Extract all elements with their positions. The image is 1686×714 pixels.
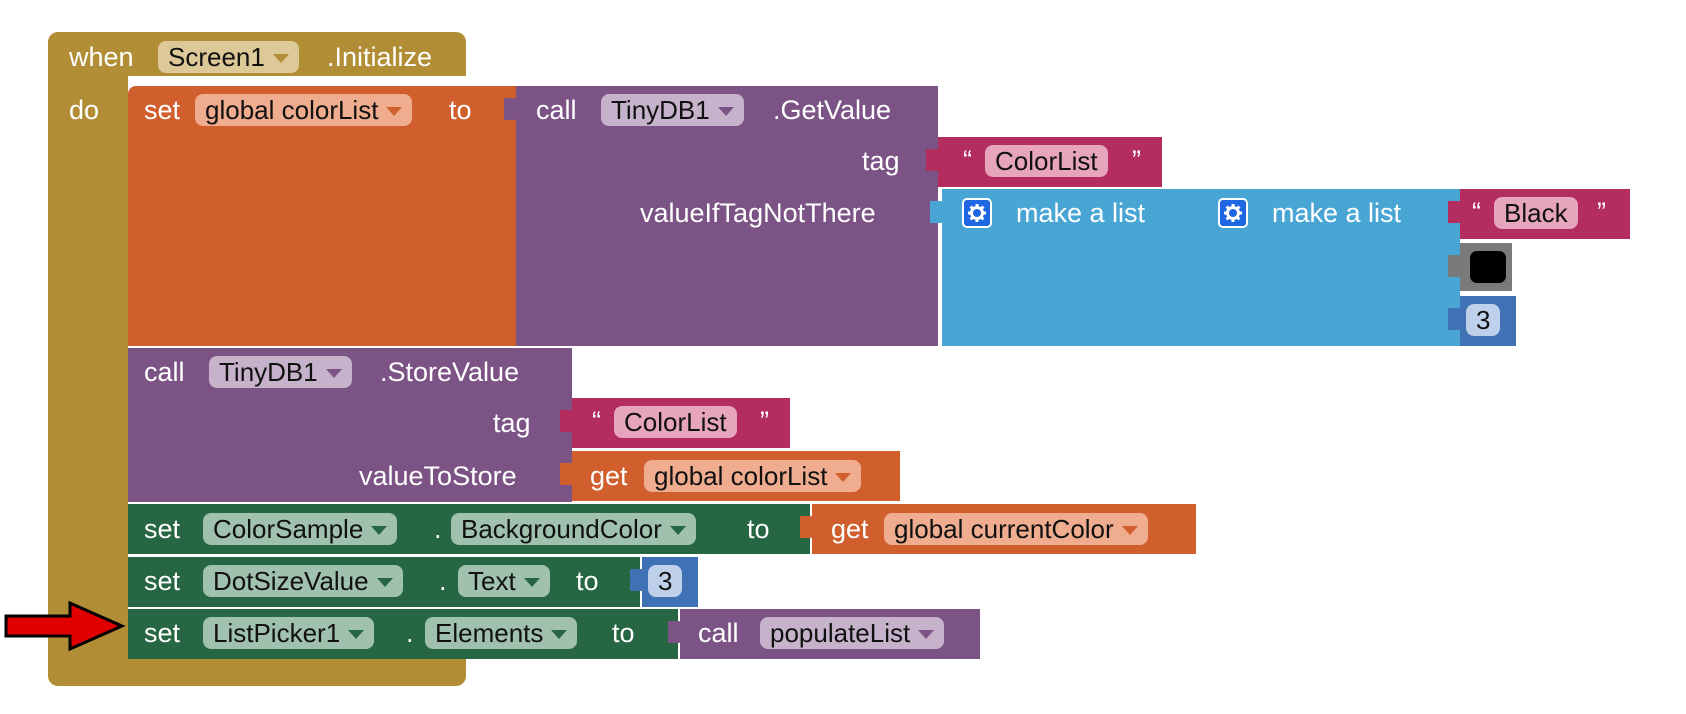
event-block-side [48,76,128,656]
text-colorlist-field[interactable]: ColorList [614,406,737,438]
gear-icon[interactable] [962,198,992,228]
screen1-component-dropdown[interactable]: Screen1 [158,41,299,73]
dotsizevalue-component-dropdown[interactable]: DotSizeValue [203,565,403,597]
set-global-colorlist-block[interactable] [128,86,516,346]
number-connector [1448,308,1462,330]
valueiftagnotthere-label: valueIfTagNotThere [640,198,876,228]
dot-separator: . [406,618,414,648]
event-name: .Initialize [327,42,433,72]
number-field[interactable]: 3 [648,565,683,597]
chevron-down-icon [348,629,365,639]
listpicker1-component-dropdown[interactable]: ListPicker1 [203,617,375,649]
set-label: set [144,514,181,544]
list-connector [930,201,944,223]
text-black-field[interactable]: Black [1494,197,1578,229]
call-connector [668,621,682,643]
gear-icon-graphic [968,204,986,222]
tinydb1-component-dropdown[interactable]: TinyDB1 [601,94,744,126]
get-label: get [590,461,628,491]
get-connector [800,516,814,538]
close-quote: ” [1132,145,1141,175]
open-quote: “ [963,145,972,175]
get-label: get [831,514,869,544]
open-quote: “ [1472,197,1481,227]
red-arrow-icon [4,600,126,652]
get-connector [560,463,574,485]
chevron-down-icon [717,106,734,116]
storevalue-method: .StoreValue [380,357,520,387]
tinydb1-getvalue-block[interactable] [516,86,938,346]
call-label: call [698,618,739,648]
dot-separator: . [434,514,442,544]
to-label: to [449,95,472,125]
chevron-down-icon [551,629,568,639]
chevron-down-icon [918,629,935,639]
chevron-down-icon [325,368,342,378]
elements-property-dropdown[interactable]: Elements [425,617,578,649]
event-block-bottom [48,656,466,686]
global-colorlist-dropdown[interactable]: global colorList [195,94,413,126]
close-quote: ” [1597,197,1606,227]
chevron-down-icon [386,106,403,116]
colorsample-component-dropdown[interactable]: ColorSample [203,513,398,545]
gear-icon[interactable] [1218,198,1248,228]
call-label: call [144,357,185,387]
chevron-down-icon [272,53,289,63]
global-currentcolor-dropdown[interactable]: global currentColor [884,513,1148,545]
text-colorlist-field[interactable]: ColorList [985,145,1108,177]
dot-separator: . [439,566,447,596]
getvalue-method: .GetValue [773,95,892,125]
getvalue-connector [504,98,518,120]
chevron-down-icon [669,525,686,535]
backgroundcolor-property-dropdown[interactable]: BackgroundColor [451,513,696,545]
make-a-list-label: make a list [1016,198,1146,228]
tag-label: tag [862,146,900,176]
to-label: to [576,566,599,596]
color-connector [1448,255,1462,277]
tag-label: tag [493,408,531,438]
to-label: to [612,618,635,648]
when-label: when [69,42,134,72]
set-label: set [144,618,181,648]
set-label: set [144,95,181,125]
to-label: to [747,514,770,544]
tinydb1-component-dropdown[interactable]: TinyDB1 [209,356,352,388]
number-field[interactable]: 3 [1466,304,1501,336]
valuetostore-label: valueToStore [359,461,517,491]
close-quote: ” [760,406,769,436]
text-connector [560,410,574,432]
open-quote: “ [592,406,601,436]
call-label: call [536,95,577,125]
chevron-down-icon [523,577,540,587]
do-label: do [69,95,100,125]
global-colorlist-dropdown[interactable]: global colorList [644,460,862,492]
set-label: set [144,566,181,596]
chevron-down-icon [835,472,852,482]
number-connector [630,569,644,591]
color-swatch[interactable] [1470,251,1506,283]
text-connector [1448,201,1462,223]
chevron-down-icon [376,577,393,587]
chevron-down-icon [371,525,388,535]
text-property-dropdown[interactable]: Text [458,565,550,597]
text-connector [926,149,940,171]
chevron-down-icon [1121,525,1138,535]
populatelist-procedure-dropdown[interactable]: populateList [760,617,945,649]
gear-icon-graphic [1224,204,1242,222]
list-connector [1188,201,1202,223]
make-a-list-label: make a list [1272,198,1402,228]
